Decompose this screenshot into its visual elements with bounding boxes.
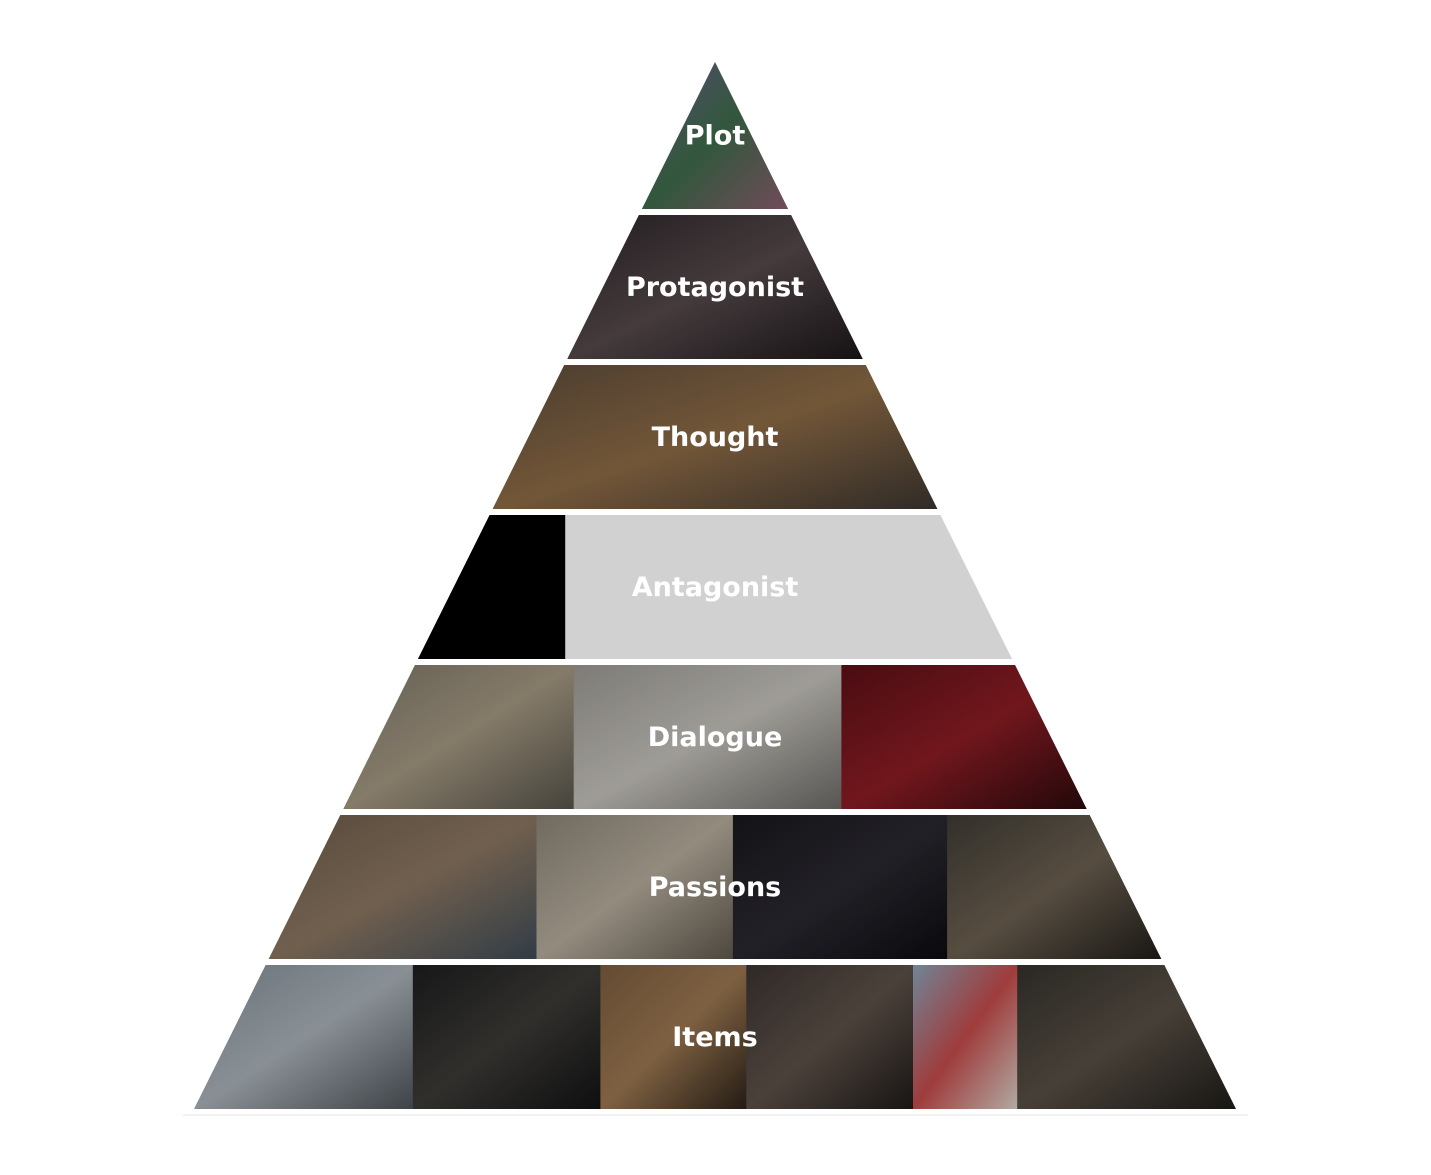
tier-label: Passions: [649, 872, 782, 903]
tier-photo: Family watching TV: [536, 815, 734, 959]
pyramid-tier-thought: Charging bull statue on streetThought: [492, 365, 938, 509]
tier-overlay: [193, 965, 1237, 1109]
tier-label: Antagonist: [632, 572, 799, 603]
pyramid-tier-items: Runners on bridgeStreaming app screenStr…: [193, 965, 1237, 1109]
tier-overlay: [343, 665, 1087, 809]
tier-photo: Chain links: [732, 815, 948, 959]
tier-overlay: [492, 365, 938, 509]
tier-photo: Social media logos: [913, 965, 1018, 1109]
tier-label: Thought: [652, 422, 779, 453]
tier-label: Protagonist: [626, 272, 804, 303]
tier-overlay: [417, 515, 1013, 659]
pyramid-tier-protagonist: Portrait of manProtagonist: [567, 215, 863, 359]
tier-photo: Cinema camera: [746, 965, 914, 1109]
pyramid-tier-antagonist: Man with glasses speakingAntagonist: [417, 515, 1013, 659]
tier-label: Plot: [685, 121, 746, 152]
tier-photo: Person writing on paper: [573, 665, 842, 809]
pyramid-tier-plot: Colorful cablesPlot: [641, 62, 789, 209]
pyramid-tier-dialogue: Classical paintingPerson writing on pape…: [343, 665, 1087, 809]
tier-photo: Streaming box: [600, 965, 747, 1109]
tier-overlay: [268, 815, 1162, 959]
pyramid-tier-passions: Film crew on western setFamily watching …: [268, 815, 1162, 959]
tier-label: Items: [672, 1022, 757, 1053]
tier-photo: Streaming app screen: [412, 965, 601, 1109]
tier-label: Dialogue: [648, 722, 783, 753]
tier-photo: Charging bull statue on street: [492, 365, 938, 509]
